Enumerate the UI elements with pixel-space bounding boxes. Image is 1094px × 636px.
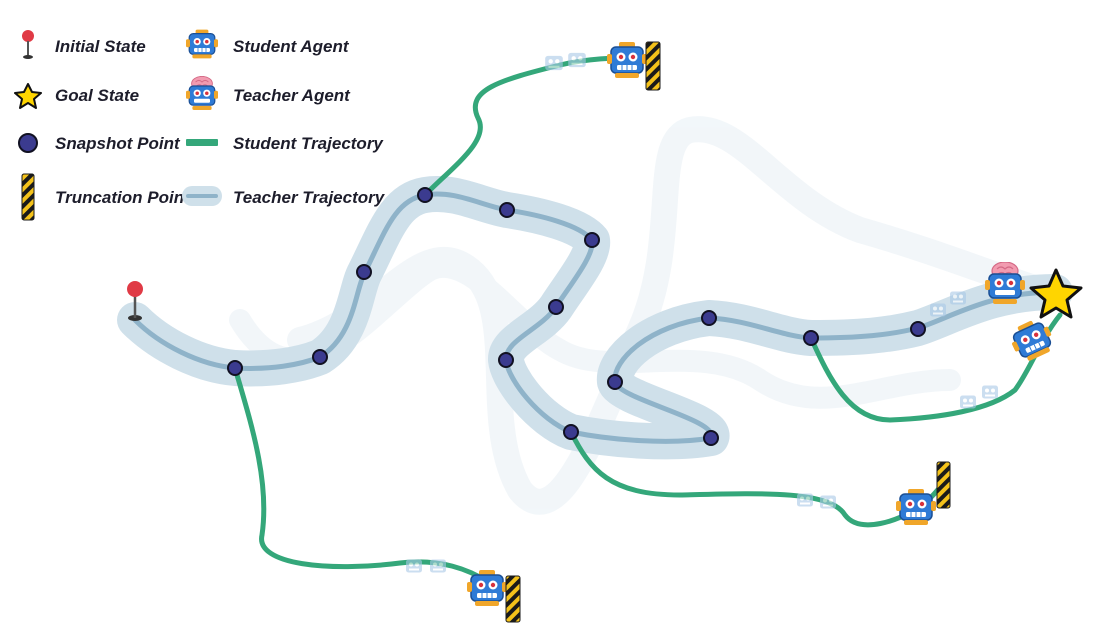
legend-teacher-agent-label: Teacher Agent: [233, 86, 351, 105]
snapshot-point: [356, 264, 372, 280]
legend-initial-state-label: Initial State: [55, 37, 146, 56]
student-agent-robot-icon: [1005, 314, 1059, 366]
student-agent-robot-icon: [896, 488, 936, 526]
snapshot-point: [703, 430, 719, 446]
snapshot-point: [584, 232, 600, 248]
snapshot-point: [701, 310, 717, 326]
snapshot-point: [499, 202, 515, 218]
legend-student-agent-label: Student Agent: [233, 37, 350, 56]
truncation-barrier-icon: [505, 575, 521, 623]
legend: Initial State Goal State Snapshot Point …: [14, 29, 386, 221]
legend-teacher-brain-robot-icon: [186, 76, 218, 111]
legend-teacher-trajectory-label: Teacher Trajectory: [233, 188, 386, 207]
truncation-points: [505, 41, 951, 623]
legend-student-trajectory-swatch: [186, 139, 218, 146]
snapshot-point: [563, 424, 579, 440]
legend-student-trajectory-label: Student Trajectory: [233, 134, 384, 153]
snapshot-point: [910, 321, 926, 337]
snapshot-point: [312, 349, 328, 365]
goal-star-icon: [1029, 268, 1083, 319]
student-agent-robot-icon: [607, 41, 647, 79]
legend-truncation-barrier-icon: [21, 173, 35, 221]
snapshot-points: [227, 187, 926, 446]
student-agent-robot-icon: [467, 569, 507, 607]
legend-goal-state-label: Goal State: [55, 86, 139, 105]
student-trajectory-1: [232, 365, 491, 585]
student-trajectory-4: [808, 312, 1063, 423]
initial-state-pin-icon: [127, 281, 143, 321]
legend-student-robot-icon: [186, 29, 218, 60]
snapshot-point: [227, 360, 243, 376]
snapshot-point: [803, 330, 819, 346]
legend-teacher-trajectory-line-swatch: [186, 194, 218, 198]
snapshot-point: [548, 299, 564, 315]
truncation-barrier-icon: [645, 41, 661, 91]
legend-truncation-point-label: Truncation Point: [55, 188, 191, 207]
snapshot-point: [417, 187, 433, 203]
legend-snapshot-circle-icon: [18, 133, 38, 153]
legend-snapshot-point-label: Snapshot Point: [55, 134, 181, 153]
truncation-barrier-icon: [936, 461, 951, 509]
snapshot-point: [607, 374, 623, 390]
snapshot-point: [498, 352, 514, 368]
student-trajectory-2: [422, 55, 633, 198]
legend-goal-star-icon: [14, 83, 42, 109]
legend-initial-pin-icon: [22, 30, 34, 59]
